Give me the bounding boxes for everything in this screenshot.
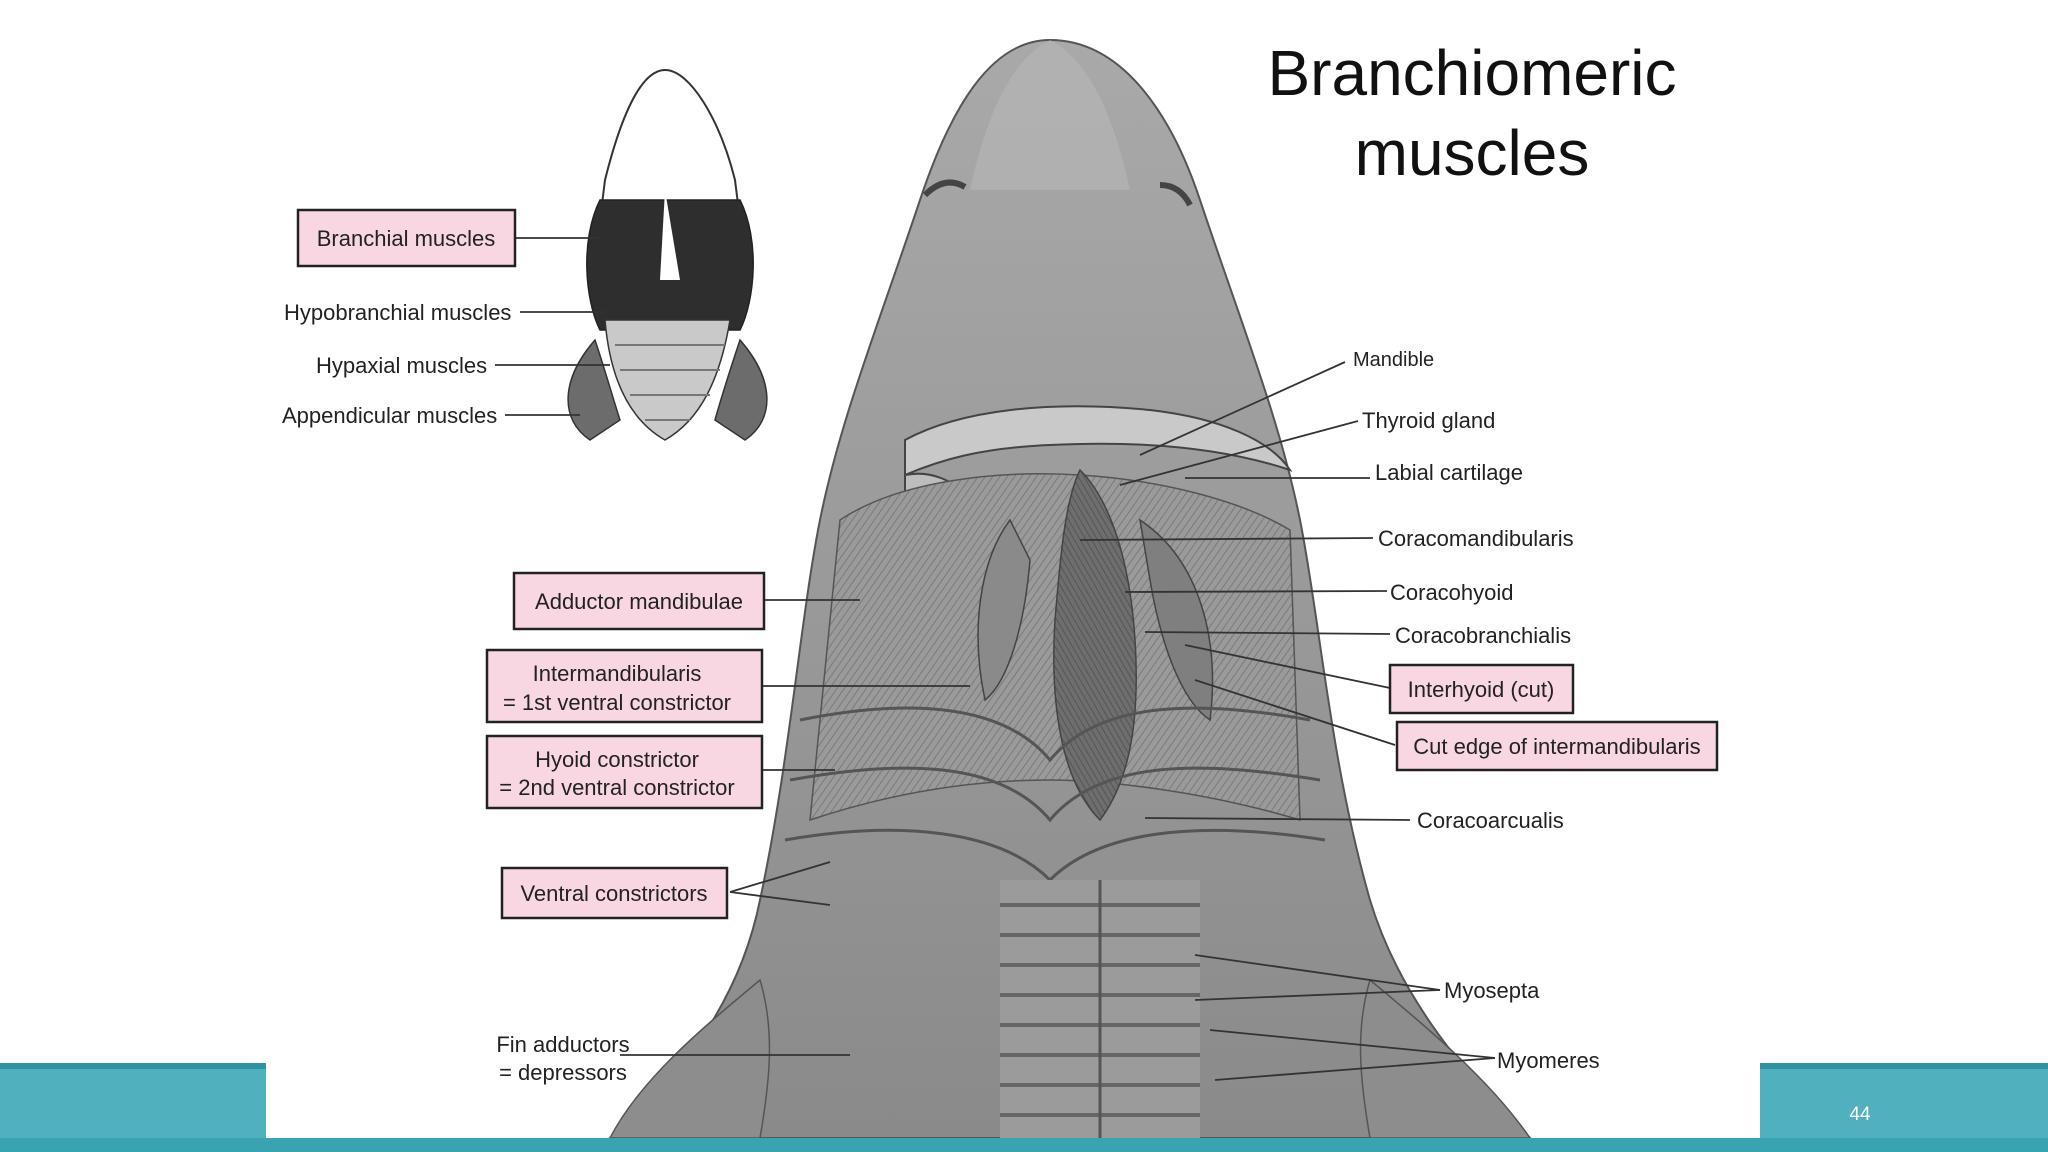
ventral-constrictors-box bbox=[500, 866, 729, 920]
hyoid-constrictor-box bbox=[485, 734, 764, 810]
hyoid-constrictor-label-2: = 2nd ventral constrictor bbox=[499, 775, 734, 800]
hyoid-constrictor-label-1: Hyoid constrictor bbox=[535, 747, 699, 772]
myomere-stripes bbox=[1000, 880, 1200, 1138]
adductor-mandibulae-box bbox=[512, 571, 766, 631]
inset-shark bbox=[567, 68, 768, 441]
appendicular-muscles-label: Appendicular muscles bbox=[282, 403, 497, 428]
hypaxial-muscles-label: Hypaxial muscles bbox=[316, 353, 487, 378]
coracomandibularis-label: Coracomandibularis bbox=[1378, 526, 1574, 551]
labial-cartilage-label: Labial cartilage bbox=[1375, 460, 1523, 485]
leader-lines bbox=[495, 237, 1496, 1081]
myosepta-label: Myosepta bbox=[1444, 978, 1540, 1003]
intermandibularis-label-2: = 1st ventral constrictor bbox=[503, 690, 731, 715]
right-pectoral-fin bbox=[1359, 978, 1532, 1139]
branchial-muscles-label: Branchial muscles bbox=[317, 226, 496, 251]
interhyoid-box bbox=[1388, 663, 1575, 715]
mandible-label: Mandible bbox=[1353, 349, 1434, 371]
slide-number: 44 bbox=[1849, 1104, 1871, 1125]
coracomandibularis-shape bbox=[1053, 468, 1137, 822]
interhyoid-label: Interhyoid (cut) bbox=[1408, 677, 1555, 702]
branchial-muscles-box bbox=[296, 208, 517, 268]
inset-hypobranchial-region bbox=[604, 319, 731, 441]
hypobranchial-muscles-label: Hypobranchial muscles bbox=[284, 300, 511, 325]
coracoarcualis-label: Coracoarcualis bbox=[1417, 808, 1564, 833]
left-nostril bbox=[922, 179, 967, 198]
right-nostril bbox=[1159, 182, 1193, 207]
cut-edge-label: Cut edge of intermandibularis bbox=[1413, 734, 1700, 759]
mandible-shape bbox=[904, 405, 1293, 477]
title-line-1: Branchiomeric bbox=[1267, 37, 1676, 109]
inset-appendicular-right bbox=[714, 338, 768, 441]
intermandibularis-box bbox=[485, 648, 764, 724]
shark-body bbox=[607, 38, 1533, 1139]
myomeres-label: Myomeres bbox=[1497, 1048, 1600, 1073]
ventral-constrictors-label: Ventral constrictors bbox=[520, 881, 707, 906]
coracohyoid-label: Coracohyoid bbox=[1390, 580, 1514, 605]
intermandibularis-label-1: Intermandibularis bbox=[533, 661, 702, 686]
coracobranchialis-label: Coracobranchialis bbox=[1395, 623, 1571, 648]
fin-adductors-label-2: = depressors bbox=[499, 1060, 627, 1085]
cut-edge-box bbox=[1395, 720, 1719, 772]
thyroid-gland-label: Thyroid gland bbox=[1362, 408, 1495, 433]
left-pectoral-fin bbox=[608, 978, 771, 1139]
fin-adductors-label-1: Fin adductors bbox=[496, 1032, 629, 1057]
shark-ventral-diagram: Branchiomeric muscles Branchial muscles … bbox=[282, 37, 1719, 1139]
bottom-strip bbox=[0, 1138, 2048, 1152]
anatomy-figure: Branchiomeric muscles Branchial muscles … bbox=[266, 0, 1760, 1139]
adductor-mandibulae-label: Adductor mandibulae bbox=[535, 589, 743, 614]
title-line-2: muscles bbox=[1355, 117, 1590, 189]
